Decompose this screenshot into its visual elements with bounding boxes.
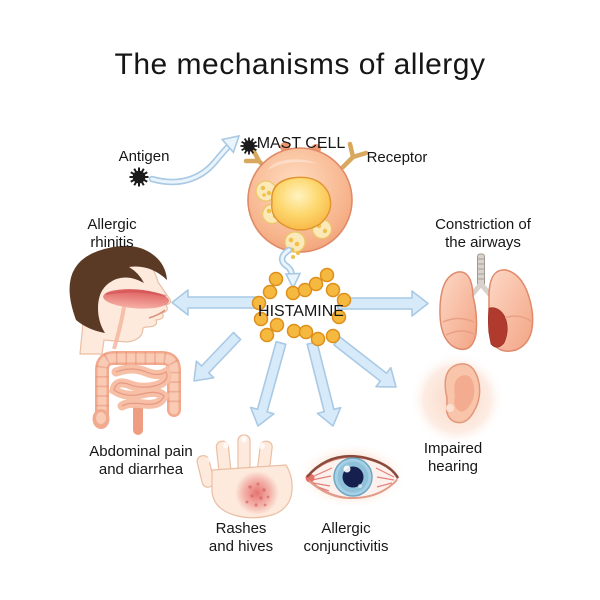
hair (69, 245, 167, 333)
left-lung (439, 271, 478, 351)
mast-cell-label: MAST CELL (257, 135, 346, 152)
antigen-label: Antigen (119, 148, 170, 165)
page-title: The mechanisms of allergy (115, 48, 486, 81)
eye-illustration (297, 443, 407, 509)
ear-illustration (410, 352, 504, 446)
label-allergic-rhinitis-1: Allergic (87, 216, 137, 233)
arrow-to-airways (337, 290, 429, 317)
receptor-label: Receptor (367, 149, 428, 166)
arrow-to-eye (306, 340, 342, 427)
label-allergic-rhinitis-2: rhinitis (90, 234, 133, 251)
label-airway-constriction-2: the airways (445, 234, 521, 251)
mast-cell-nucleus (271, 176, 332, 231)
label-rashes-1: Rashes (216, 520, 267, 537)
label-rashes-2: and hives (209, 538, 273, 555)
label-impaired-hearing-1: Impaired (424, 440, 482, 457)
upper-eyelid (306, 454, 400, 479)
label-conjunctivitis-1: Allergic (321, 520, 371, 537)
histamine-arrows (171, 289, 429, 427)
degranulation-arrow (278, 246, 302, 290)
lungs-illustration (439, 253, 534, 352)
effect-labels: Allergic rhinitis Constriction of the ai… (87, 216, 531, 555)
rash-area (235, 471, 279, 515)
antigen-particle-icon (128, 166, 150, 188)
label-abdominal-1: Abdominal pain (89, 443, 192, 460)
label-impaired-hearing-2: hearing (428, 458, 478, 475)
label-abdominal-2: and diarrhea (99, 461, 184, 478)
intestines-illustration (92, 351, 181, 435)
arrow-to-hand (249, 340, 287, 427)
constricted-area (488, 307, 508, 348)
hand-illustration (196, 434, 293, 519)
label-airway-constriction-1: Constriction of (435, 216, 532, 233)
arrow-to-abdomen (193, 331, 242, 382)
mast-cell-illustration (239, 136, 369, 259)
arrow-to-ear (333, 336, 397, 388)
label-conjunctivitis-2: conjunctivitis (303, 538, 388, 555)
histamine-label: HISTAMINE (258, 303, 344, 320)
receptor-right-icon (340, 141, 369, 170)
arrow-to-rhinitis (171, 289, 263, 316)
histamine-dots (251, 267, 352, 347)
antigen-to-mastcell-arrow (148, 134, 241, 186)
head-profile-illustration (69, 245, 172, 355)
